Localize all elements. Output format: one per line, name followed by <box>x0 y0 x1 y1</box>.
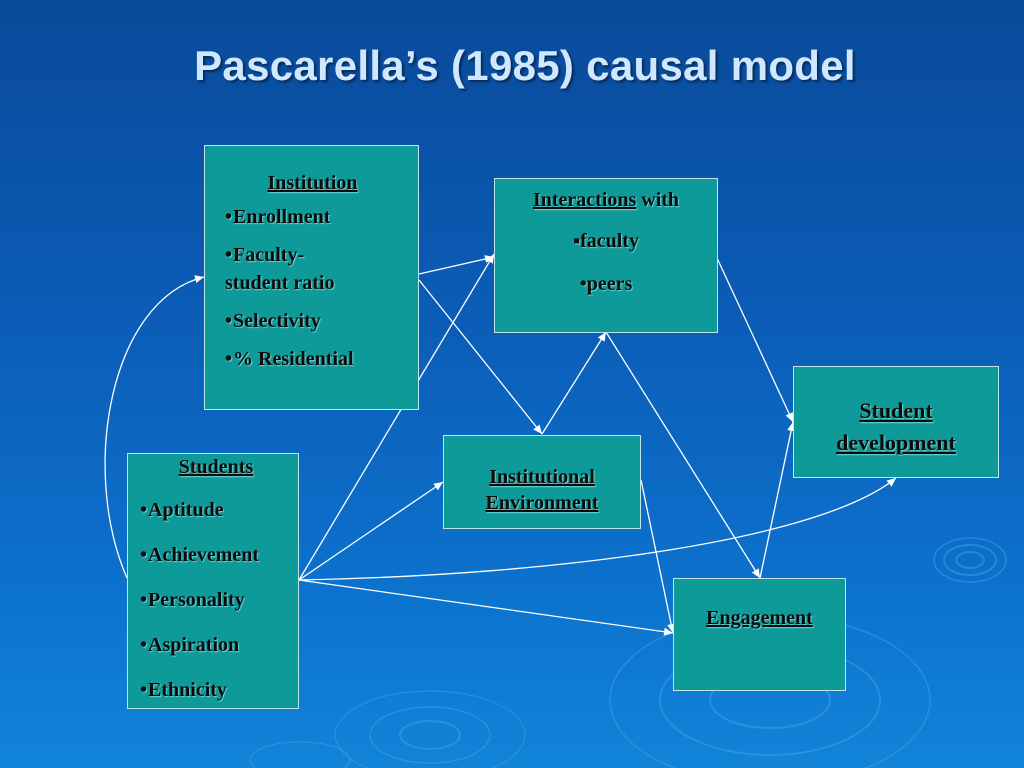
institution-item-enrollment: •Enrollment <box>225 206 331 228</box>
interactions-item-faculty: ▪faculty <box>573 230 639 252</box>
arrow-institution-interactions <box>418 255 495 275</box>
arrow-students-engagement <box>298 579 674 636</box>
slide-title: Pascarella’s (1985) causal model <box>194 42 856 89</box>
engagement-heading: Engagement <box>706 607 813 629</box>
students-item-ethnicity: •Ethnicity <box>140 679 227 701</box>
arrow-environment-interactions <box>541 331 607 435</box>
students-box: Students •Aptitude •Achievement •Persona… <box>127 453 299 709</box>
arrow-students-interactions <box>298 253 495 581</box>
students-item-achievement: •Achievement <box>140 544 260 566</box>
interactions-box: Interactions with ▪faculty •peers <box>494 178 718 333</box>
arrow-institution-environment <box>418 279 543 435</box>
students-item-personality: •Personality <box>140 589 245 611</box>
arrow-environment-engagement <box>640 479 676 634</box>
interactions-item-peers: •peers <box>579 273 633 295</box>
engagement-box: Engagement <box>673 578 846 691</box>
arrow-interactions-engagement <box>605 331 761 579</box>
institution-heading: Institution <box>267 172 358 194</box>
students-item-aspiration: •Aspiration <box>140 634 240 656</box>
arrow-engagement-development <box>759 421 796 579</box>
institution-box: Institution •Enrollment •Faculty-student… <box>204 145 419 410</box>
arrow-interactions-development <box>716 257 794 423</box>
arrow-students-institution <box>104 275 205 588</box>
arrow-students-development <box>298 477 897 581</box>
students-item-aptitude: •Aptitude <box>140 499 224 521</box>
institution-item-selectivity: •Selectivity <box>225 310 321 332</box>
arrow-students-environment <box>298 481 444 581</box>
institution-item-residential: •% Residential <box>225 348 354 370</box>
institution-item-faculty-ratio: •Faculty-student ratio <box>225 244 335 294</box>
students-heading: Students <box>178 456 254 478</box>
interactions-heading: Interactions with <box>532 189 680 211</box>
